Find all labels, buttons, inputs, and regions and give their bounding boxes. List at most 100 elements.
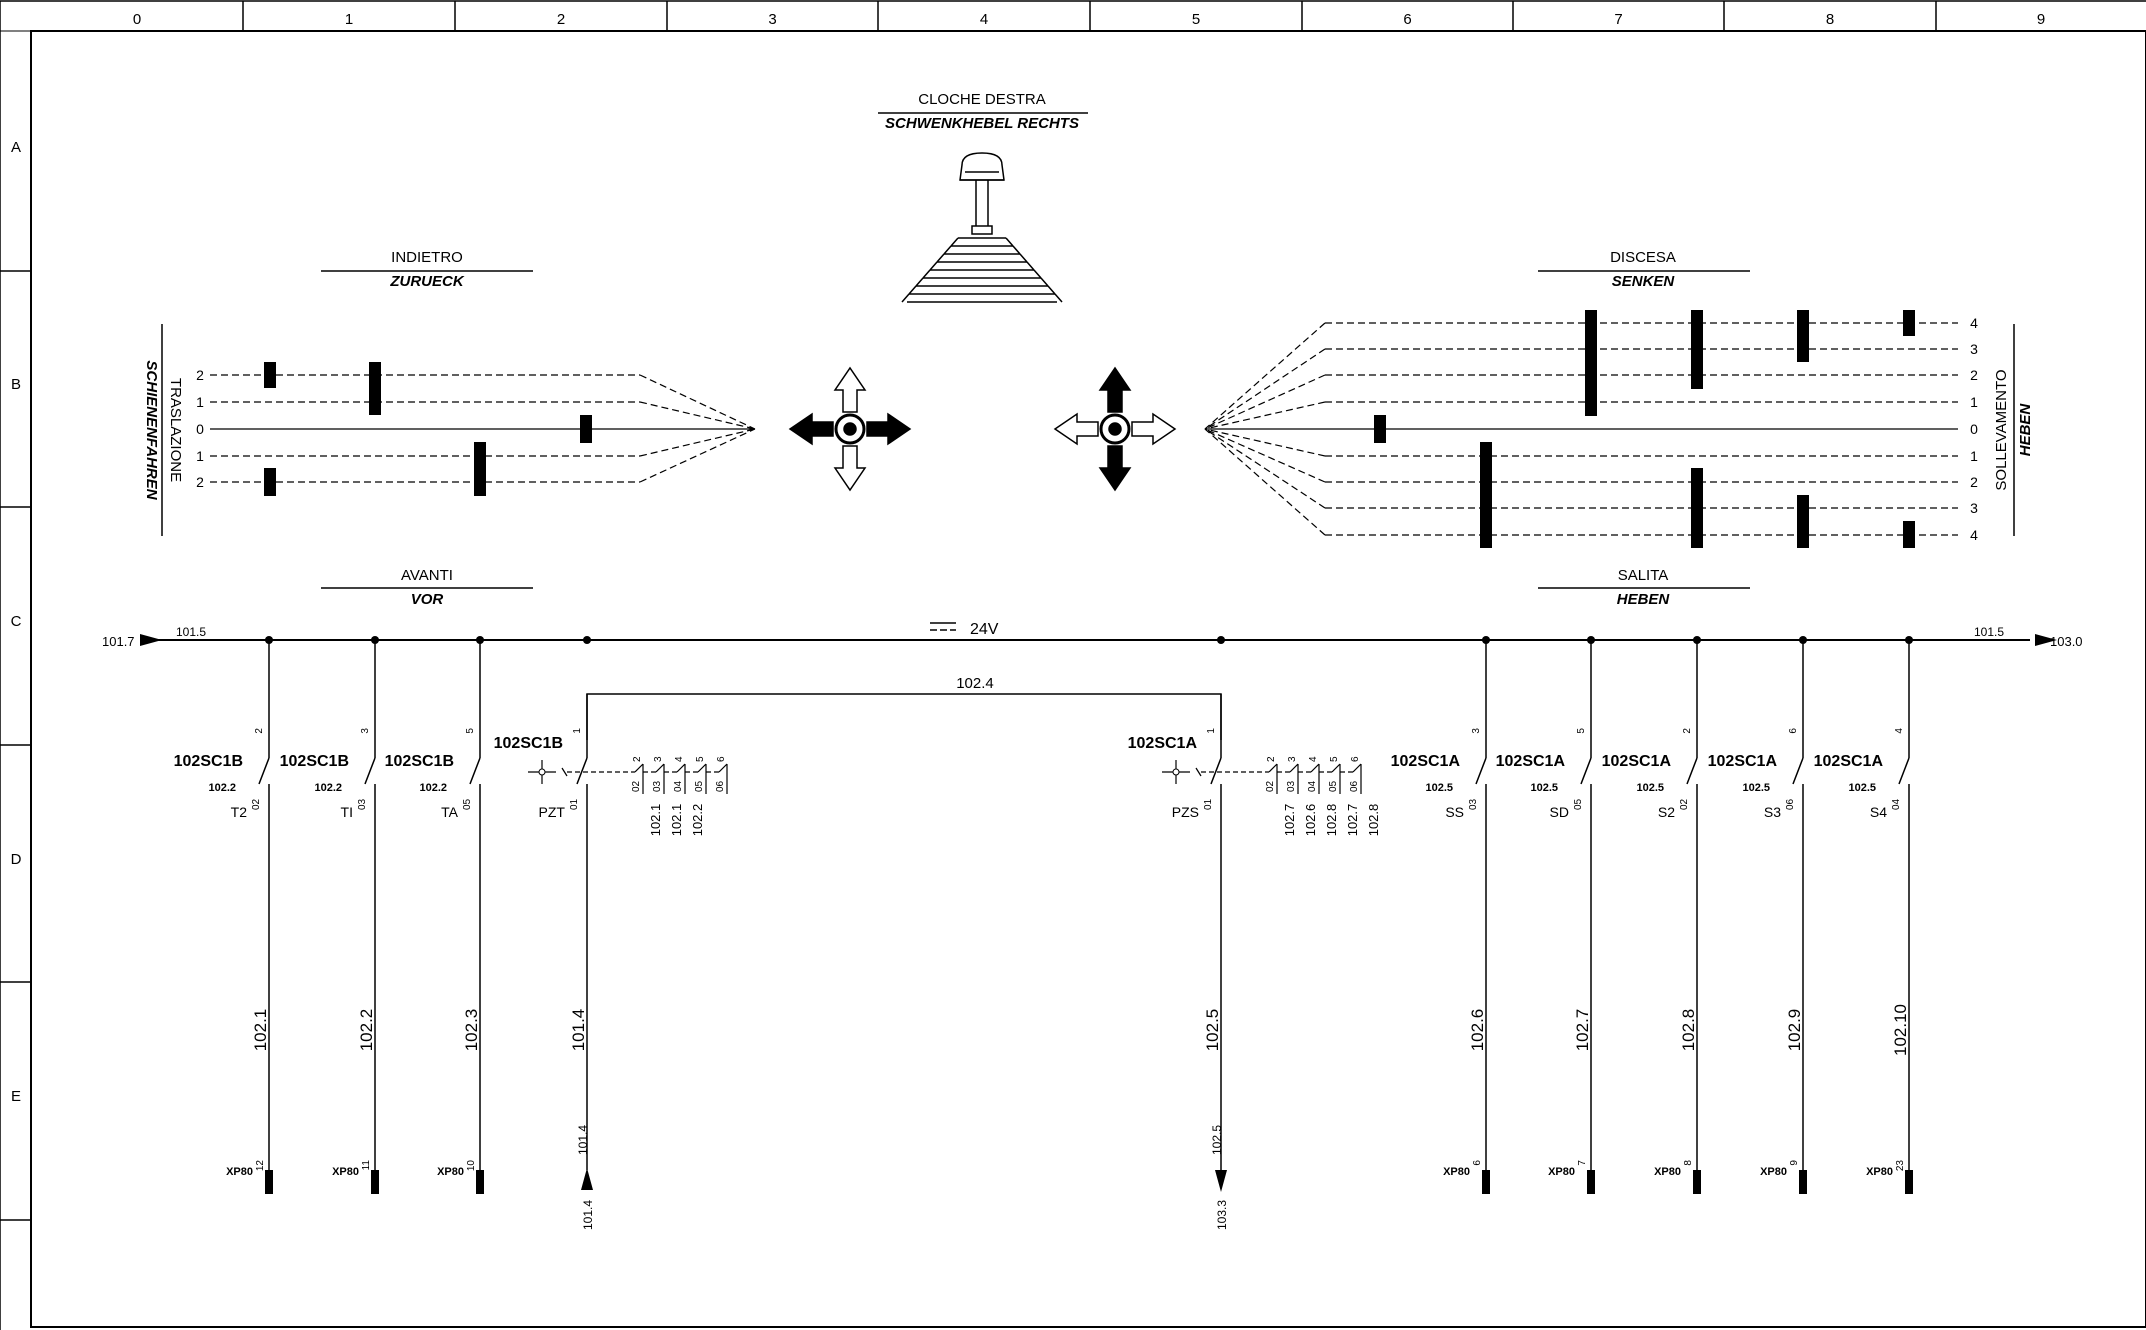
terminal-bottom: 06 xyxy=(1785,798,1796,810)
position-number: 3 xyxy=(1970,341,1978,357)
terminal-top: 5 xyxy=(465,728,476,734)
switch-columns: 202102SC1B102.2T2102.1XP8012303102SC1B10… xyxy=(174,636,1913,1230)
contact-bar xyxy=(1903,521,1915,548)
position-number: 1 xyxy=(1970,448,1978,464)
switch-id: 102SC1B xyxy=(385,753,454,770)
wire-end-bottom: 103.3 xyxy=(1215,1200,1229,1230)
label-indietro: INDIETRO xyxy=(391,249,463,266)
terminal-top: 3 xyxy=(1471,728,1482,734)
connector-name: XP80 xyxy=(226,1166,253,1178)
switch-id: 102SC1B xyxy=(280,753,349,770)
contact-top-number: 3 xyxy=(653,756,664,762)
bus-ref-left: 101.7 xyxy=(102,634,135,649)
contact-top-number: 2 xyxy=(632,756,643,762)
contact-top-number: 5 xyxy=(1329,756,1340,762)
contact-number: 05 xyxy=(1328,780,1339,792)
switch-subref: 102.5 xyxy=(1848,782,1876,794)
position-number: 2 xyxy=(1970,367,1978,383)
position-number: 0 xyxy=(196,421,204,437)
switch-blade xyxy=(364,757,376,785)
position-converge xyxy=(1204,322,1326,430)
column-label: 6 xyxy=(1403,11,1411,28)
connector-name: XP80 xyxy=(1443,1166,1470,1178)
terminal-top: 2 xyxy=(1682,728,1693,734)
switch-blade xyxy=(1898,757,1910,785)
outgoing-arrow-icon xyxy=(1215,1170,1227,1192)
switch-blade xyxy=(258,757,270,785)
wire-label: 102.2 xyxy=(357,1009,376,1052)
switch-id: 102SC1A xyxy=(1496,753,1566,770)
bridge-wire: 102.4 xyxy=(586,675,1222,740)
terminal-top: 1 xyxy=(572,728,583,734)
connector-name: XP80 xyxy=(437,1166,464,1178)
column-label: 7 xyxy=(1614,11,1622,28)
column-label: 5 xyxy=(1192,11,1200,28)
joystick-title-it: CLOCHE DESTRA xyxy=(918,91,1046,108)
position-number: 1 xyxy=(1970,394,1978,410)
contact-stub xyxy=(1331,763,1341,773)
switch-subref: 102.2 xyxy=(208,782,236,794)
wire-end-ref: 101.4 xyxy=(576,1125,590,1155)
sym-k xyxy=(1195,767,1202,777)
switch-name: SD xyxy=(1550,804,1569,820)
connector-pin xyxy=(476,1170,484,1194)
contact-stub xyxy=(1289,763,1299,773)
switch-blade xyxy=(1475,757,1487,785)
wire-label: 102.8 xyxy=(1679,1009,1698,1052)
terminal-top: 6 xyxy=(1788,728,1799,734)
bellows-edge xyxy=(901,293,910,303)
connector-pin xyxy=(1905,1170,1913,1194)
wire-label: 101.4 xyxy=(569,1009,588,1052)
position-converge xyxy=(1204,401,1326,430)
position-converge xyxy=(1204,428,1326,509)
contact-top-number: 2 xyxy=(1266,756,1277,762)
row-label: B xyxy=(11,376,21,393)
terminal-top: 3 xyxy=(360,728,371,734)
position-converge xyxy=(1204,428,1326,457)
contact-bar xyxy=(1903,310,1915,336)
connector-name: XP80 xyxy=(332,1166,359,1178)
wire-label: 102.1 xyxy=(251,1009,270,1052)
bellows-edge xyxy=(922,269,931,279)
position-converge xyxy=(1204,428,1326,536)
contact-stub xyxy=(1268,763,1278,773)
connector-pin-number: 6 xyxy=(1472,1160,1483,1166)
bellows-edge xyxy=(1026,261,1035,271)
contact-bar xyxy=(474,442,486,496)
contact-number: 02 xyxy=(1265,780,1276,792)
switch-blade xyxy=(469,757,481,785)
left-header-top: INDIETRO ZURUECK xyxy=(321,249,533,290)
contact-top-number: 5 xyxy=(695,756,706,762)
contact-bar xyxy=(1585,310,1597,416)
switch-name: S3 xyxy=(1764,804,1781,820)
arrow-left-outline-icon xyxy=(1053,412,1099,446)
terminal-top: 5 xyxy=(1576,728,1587,734)
arrow-up-outline-icon xyxy=(833,366,867,413)
connector-name: XP80 xyxy=(1866,1166,1893,1178)
contact-number: 02 xyxy=(631,780,642,792)
bellows-edge xyxy=(1054,293,1063,303)
label-sollevamento: SOLLEVAMENTO xyxy=(1993,369,2010,490)
wire-label: 102.6 xyxy=(1468,1009,1487,1052)
contact-stub xyxy=(718,763,728,773)
wire-label: 102.3 xyxy=(462,1009,481,1052)
incoming-arrow-icon xyxy=(581,1168,593,1190)
contact-ref: 102.1 xyxy=(648,804,663,837)
arrow-right-filled-icon xyxy=(866,412,912,446)
terminal-top: 2 xyxy=(254,728,265,734)
switch-blade xyxy=(576,757,588,785)
contact-number: 05 xyxy=(694,780,705,792)
joystick-icon xyxy=(901,152,1063,303)
label-vor: VOR xyxy=(411,591,444,608)
label-zurueck: ZURUECK xyxy=(389,273,464,290)
contact-bar xyxy=(1797,310,1809,362)
bus-sub-left: 101.5 xyxy=(176,625,206,639)
contact-bar xyxy=(1797,495,1809,548)
position-number: 4 xyxy=(1970,315,1978,331)
